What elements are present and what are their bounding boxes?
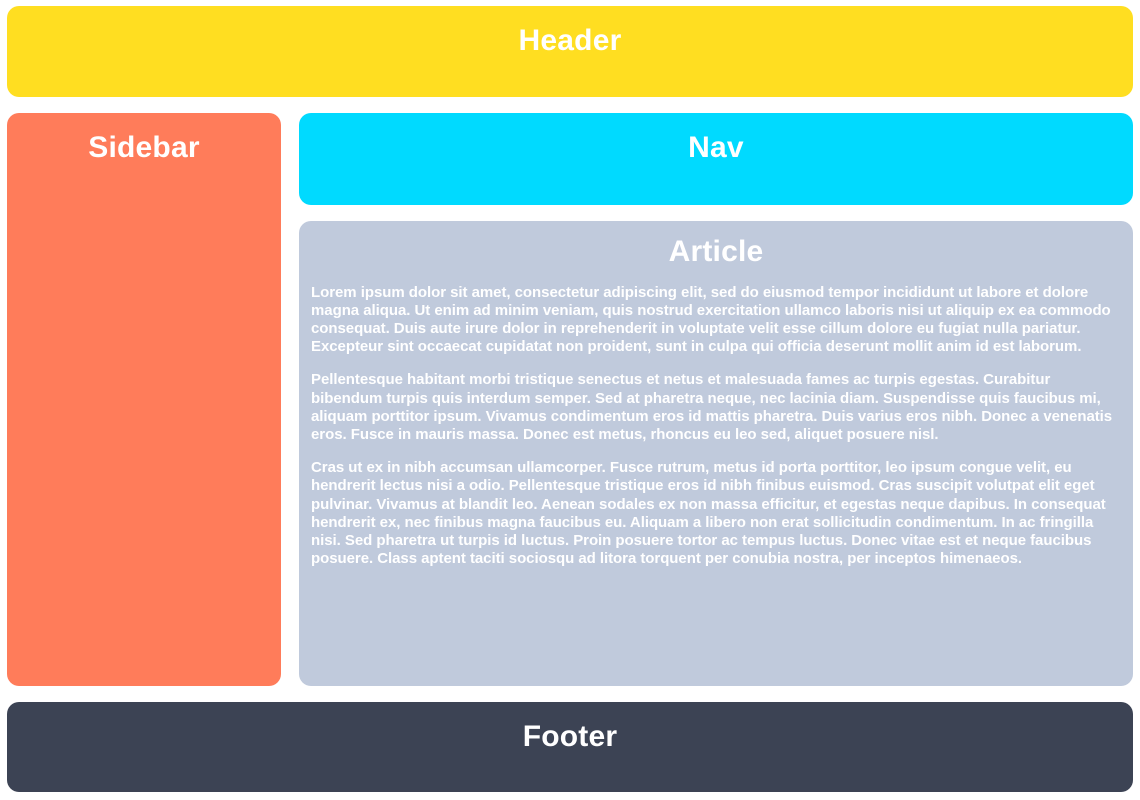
- article-region: Article Lorem ipsum dolor sit amet, cons…: [299, 221, 1133, 686]
- header-title: Header: [518, 24, 622, 57]
- article-paragraph: Pellentesque habitant morbi tristique se…: [311, 371, 1113, 443]
- nav-title: Nav: [688, 131, 744, 164]
- article-title: Article: [668, 235, 764, 268]
- article-paragraph: Cras ut ex in nibh accumsan ullamcorper.…: [311, 459, 1106, 568]
- header-region: Header: [7, 6, 1133, 97]
- nav-region: Nav: [299, 113, 1133, 205]
- footer-region: Footer: [7, 702, 1133, 792]
- sidebar-region: Sidebar: [7, 113, 281, 686]
- sidebar-title: Sidebar: [88, 131, 200, 164]
- article-paragraph: Lorem ipsum dolor sit amet, consectetur …: [311, 283, 1111, 356]
- article-body: Lorem ipsum dolor sit amet, consectetur …: [310, 284, 1122, 569]
- footer-title: Footer: [522, 720, 618, 753]
